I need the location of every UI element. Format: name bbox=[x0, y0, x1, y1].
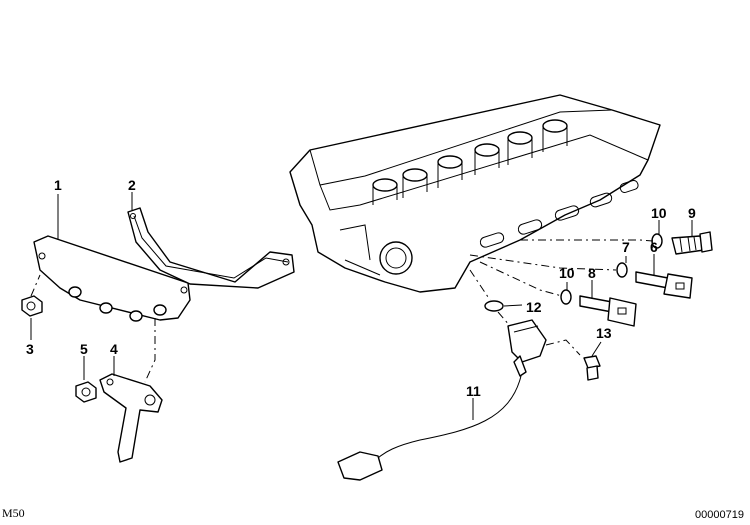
callout-12: 12 bbox=[526, 299, 542, 315]
callout-10-lower: 10 bbox=[559, 265, 575, 281]
gasket bbox=[127, 207, 295, 289]
callout-11: 11 bbox=[466, 383, 481, 399]
assembly-lines bbox=[30, 239, 654, 383]
callout-1: 1 bbox=[54, 177, 62, 193]
seal-ring-7 bbox=[616, 262, 628, 278]
model-code: M50 bbox=[2, 506, 25, 520]
sensor-8 bbox=[579, 295, 637, 327]
nut-5 bbox=[75, 381, 97, 403]
sensor-9 bbox=[671, 231, 713, 255]
callout-5: 5 bbox=[80, 341, 88, 357]
callout-labels: 1 2 3 4 5 6 7 8 9 10 10 11 12 13 bbox=[26, 177, 696, 399]
callout-2: 2 bbox=[128, 177, 136, 193]
nut-3 bbox=[21, 295, 43, 317]
callout-10-upper: 10 bbox=[651, 205, 667, 221]
callout-6: 6 bbox=[650, 239, 658, 255]
bracket bbox=[99, 373, 163, 463]
callout-7: 7 bbox=[622, 239, 630, 255]
washer-10-lower bbox=[560, 289, 572, 305]
bolt-13 bbox=[583, 355, 601, 381]
leader-lines bbox=[30, 192, 693, 420]
callout-13: 13 bbox=[596, 325, 612, 341]
o-ring-12 bbox=[484, 300, 504, 312]
callout-9: 9 bbox=[688, 205, 696, 221]
callout-3: 3 bbox=[26, 341, 34, 357]
front-cover-plate bbox=[33, 235, 191, 322]
callout-4: 4 bbox=[110, 341, 118, 357]
callout-8: 8 bbox=[588, 265, 596, 281]
cylinder-head bbox=[289, 94, 661, 293]
sender-6 bbox=[635, 271, 693, 299]
sensor-11 bbox=[337, 319, 547, 481]
diagram-id: 00000719 bbox=[695, 509, 744, 521]
